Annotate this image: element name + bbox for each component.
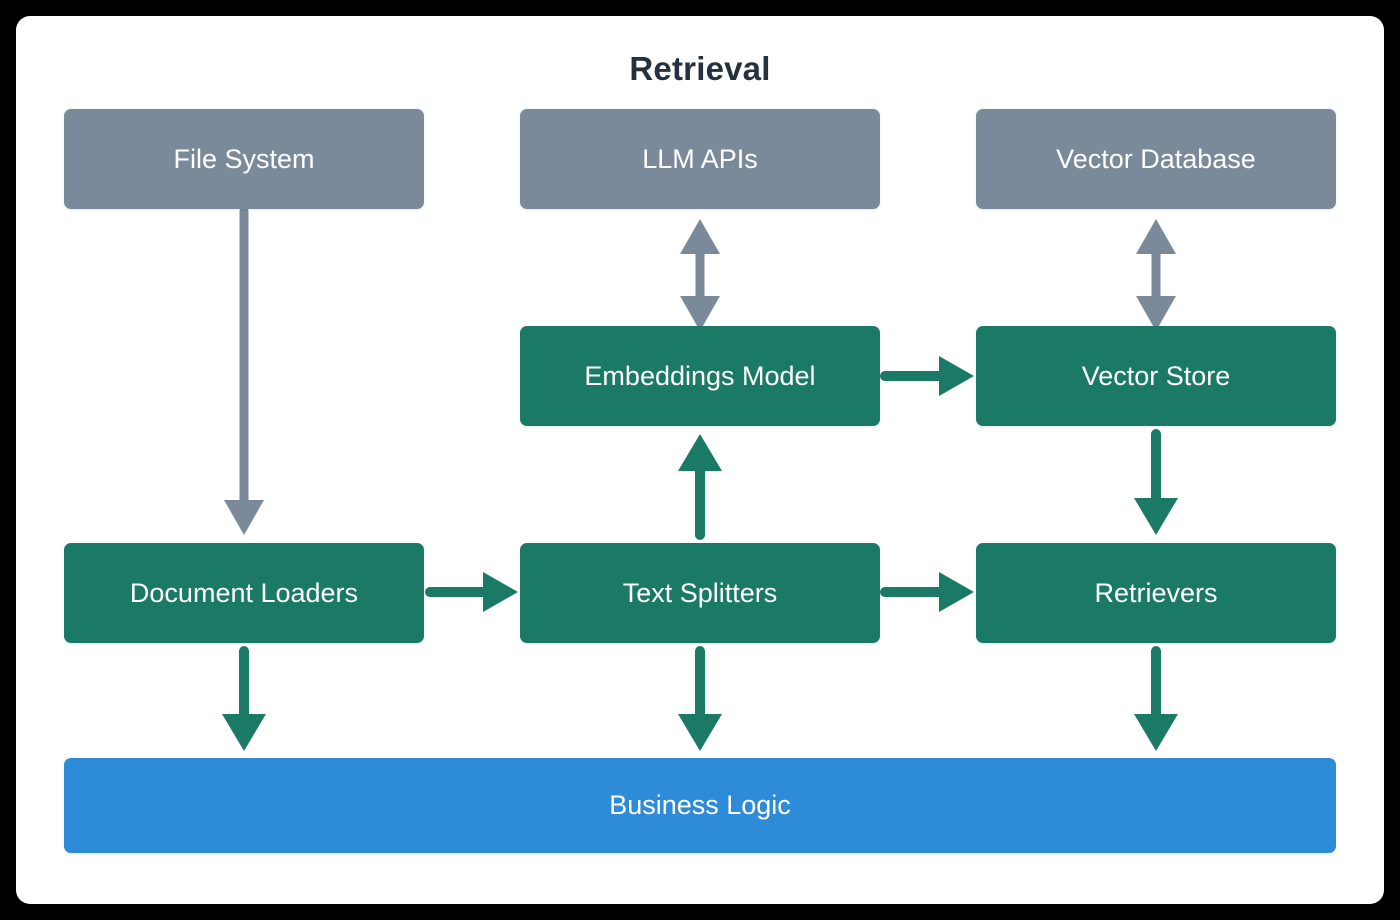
node-embeddings-model-label: Embeddings Model: [584, 360, 816, 391]
edge-text-splitters-to-business-logic: [678, 646, 722, 751]
edge-text-splitters-to-retrievers: [880, 572, 974, 612]
node-business-logic[interactable]: Business Logic: [64, 758, 1336, 853]
node-document-loaders-label: Document Loaders: [129, 577, 359, 608]
node-vector-store[interactable]: Vector Store: [976, 326, 1336, 426]
page-title: Retrieval: [629, 50, 771, 87]
node-vector-database[interactable]: Vector Database: [976, 109, 1336, 209]
edge-embeddings-model-to-vector-store: [880, 356, 974, 396]
node-llm-apis-label: LLM APIs: [642, 143, 758, 174]
node-document-loaders[interactable]: Document Loaders: [64, 543, 424, 643]
node-file-system-label: File System: [173, 143, 315, 174]
edge-document-loaders-to-text-splitters: [425, 572, 518, 612]
edge-vector-store-to-retrievers: [1134, 429, 1178, 535]
node-vector-store-label: Vector Store: [1081, 360, 1231, 391]
node-file-system[interactable]: File System: [64, 109, 424, 209]
edge-file-system-to-document-loaders: [224, 206, 264, 535]
node-retrievers[interactable]: Retrievers: [976, 543, 1336, 643]
node-text-splitters[interactable]: Text Splitters: [520, 543, 880, 643]
node-llm-apis[interactable]: LLM APIs: [520, 109, 880, 209]
edge-vector-database-to-vector-store: [1136, 219, 1176, 331]
node-embeddings-model[interactable]: Embeddings Model: [520, 326, 880, 426]
edge-text-splitters-to-embeddings-model: [678, 434, 722, 540]
edge-retrievers-to-business-logic: [1134, 646, 1178, 751]
node-vector-database-label: Vector Database: [1056, 143, 1256, 174]
diagram-canvas: Retrieval: [16, 16, 1384, 904]
node-text-splitters-label: Text Splitters: [622, 577, 778, 608]
edge-document-loaders-to-business-logic: [222, 646, 266, 751]
edge-llm-apis-to-embeddings-model: [680, 219, 720, 331]
node-business-logic-label: Business Logic: [609, 790, 791, 820]
node-retrievers-label: Retrievers: [1094, 577, 1218, 608]
